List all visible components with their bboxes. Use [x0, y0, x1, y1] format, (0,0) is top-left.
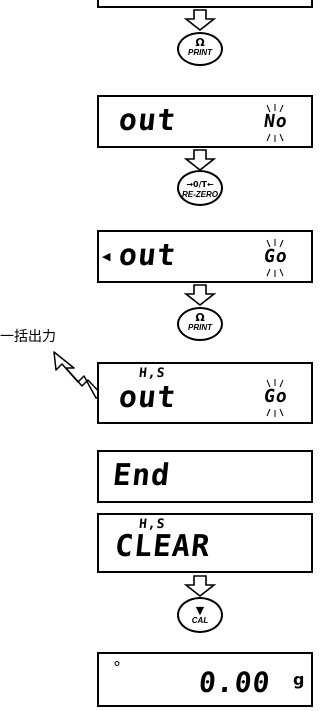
print-label: PRINT [188, 48, 212, 57]
down-arrow-icon [184, 575, 216, 597]
down-arrow-icon [184, 149, 216, 171]
print-label: PRINT [188, 323, 212, 332]
display-out-no: out No [97, 95, 313, 148]
display-weight-value: 0.00 [197, 666, 273, 699]
pointer-triangle-icon: ◀ [102, 250, 111, 263]
display-out-go-select: ◀ out Go [97, 230, 313, 283]
batch-output-label: 一括出力 [0, 329, 56, 345]
rezero-label: RE-ZERO [182, 190, 218, 199]
print-icon: Ω [195, 36, 205, 49]
display-end: End [97, 450, 313, 503]
cal-label: CAL [191, 616, 209, 625]
rezero-button[interactable]: →0/T← RE-ZERO [177, 170, 223, 206]
display-value-text: No [262, 111, 290, 132]
down-arrow-icon [184, 284, 216, 306]
display-main-text: End [111, 458, 173, 493]
display-value-text: Go [262, 246, 290, 267]
stable-indicator-icon: ° [113, 658, 121, 677]
display-his-clear: H,S CLEAR [97, 513, 313, 573]
display-top-text: H,S [138, 366, 167, 381]
display-main-text: out [117, 103, 179, 138]
display-value-text: Go [262, 386, 290, 407]
print-button[interactable]: Ω PRINT [177, 32, 223, 66]
display-main-text: out [117, 380, 179, 415]
cal-button[interactable]: ▼ CAL [177, 597, 223, 633]
display-his-out-go: H,S out Go [97, 362, 313, 424]
output-lightning-icon [53, 351, 104, 399]
rezero-icon: →0/T← [186, 180, 214, 189]
blink-icon [266, 239, 284, 277]
print-button[interactable]: Ω PRINT [177, 307, 223, 341]
display-main-text: CLEAR [113, 529, 213, 564]
blink-icon [266, 379, 284, 417]
unit-label: g [293, 670, 305, 689]
print-icon: Ω [195, 311, 205, 324]
down-arrow-icon [184, 9, 216, 31]
display-main-text: out [117, 238, 179, 273]
cal-arrow-icon: ▼ [195, 604, 205, 617]
display-top-partial [97, 0, 313, 8]
display-zero-weight: ° 0.00 g [97, 652, 313, 707]
blink-icon [266, 104, 284, 142]
